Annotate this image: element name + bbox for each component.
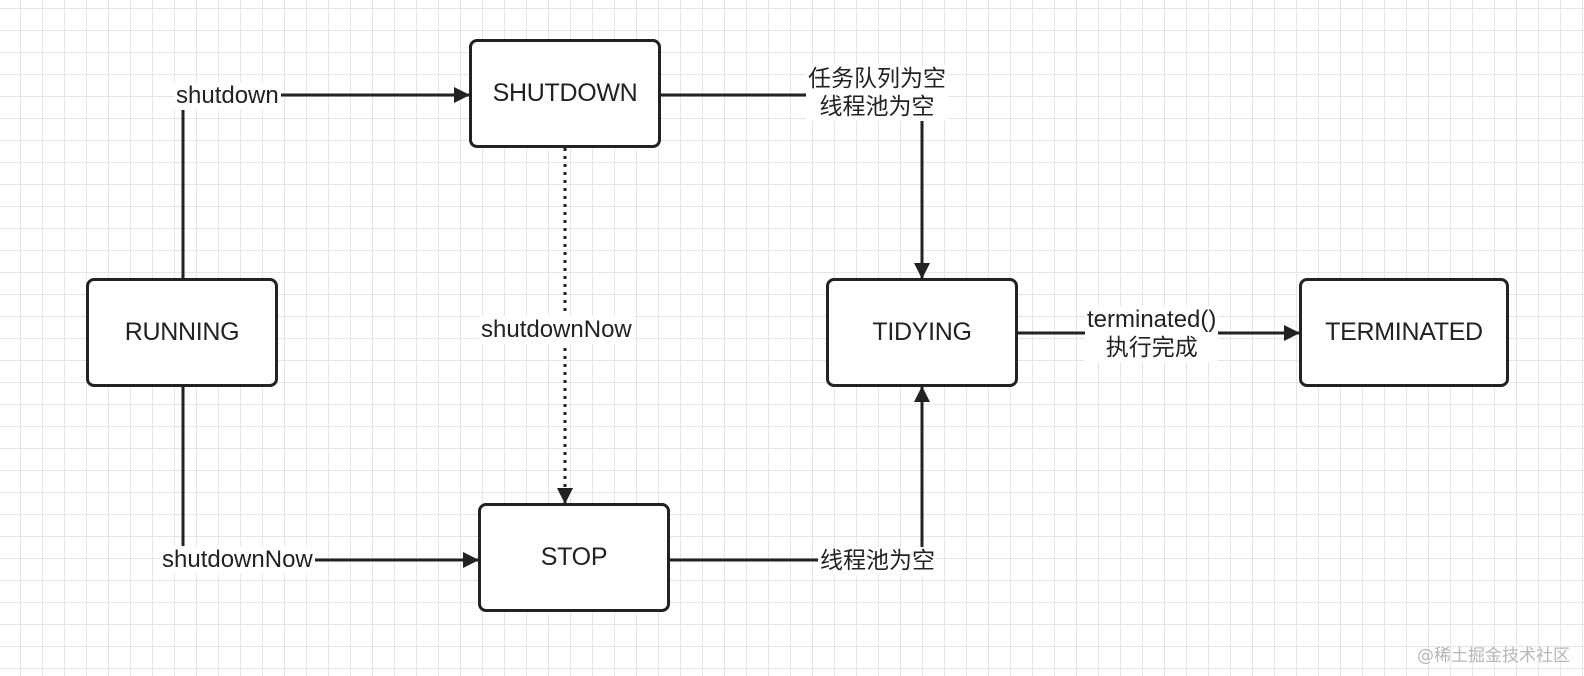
- edge-running-to-shutdown: [181, 87, 470, 278]
- node-tidying: TIDYING: [826, 278, 1018, 387]
- node-running-label: RUNNING: [124, 318, 240, 346]
- edge-label-pool-empty: 线程池为空: [818, 547, 937, 575]
- edge-label-line-execution-done: 执行完成: [1105, 335, 1198, 361]
- edge-label-line-queue-empty: 任务队列为空: [808, 66, 946, 92]
- node-shutdown: SHUTDOWN: [469, 39, 661, 148]
- edge-running-to-stop: [181, 386, 479, 568]
- edge-label-line-pool-empty: 线程池为空: [819, 94, 935, 120]
- edge-label-shutdown: shutdown: [174, 82, 281, 110]
- edge-label-queue-and-pool-empty: 任务队列为空 线程池为空: [806, 65, 948, 121]
- node-shutdown-label: SHUTDOWN: [492, 79, 638, 107]
- node-stop: STOP: [478, 503, 670, 612]
- edge-stop-to-tidying: [669, 386, 930, 562]
- watermark-text: @稀土掘金技术社区: [1417, 646, 1570, 666]
- node-running: RUNNING: [86, 278, 278, 387]
- edge-label-line-terminated-call: terminated(): [1087, 306, 1217, 333]
- node-terminated: TERMINATED: [1299, 278, 1509, 387]
- edge-label-shutdownnow-running: shutdownNow: [160, 546, 315, 574]
- edge-label-shutdownnow-dotted: shutdownNow: [479, 316, 634, 344]
- edge-shutdown-to-tidying: [660, 93, 930, 279]
- node-tidying-label: TIDYING: [872, 318, 972, 346]
- node-stop-label: STOP: [540, 543, 608, 571]
- edge-label-terminated-done: terminated() 执行完成: [1085, 306, 1219, 362]
- node-terminated-label: TERMINATED: [1325, 318, 1483, 346]
